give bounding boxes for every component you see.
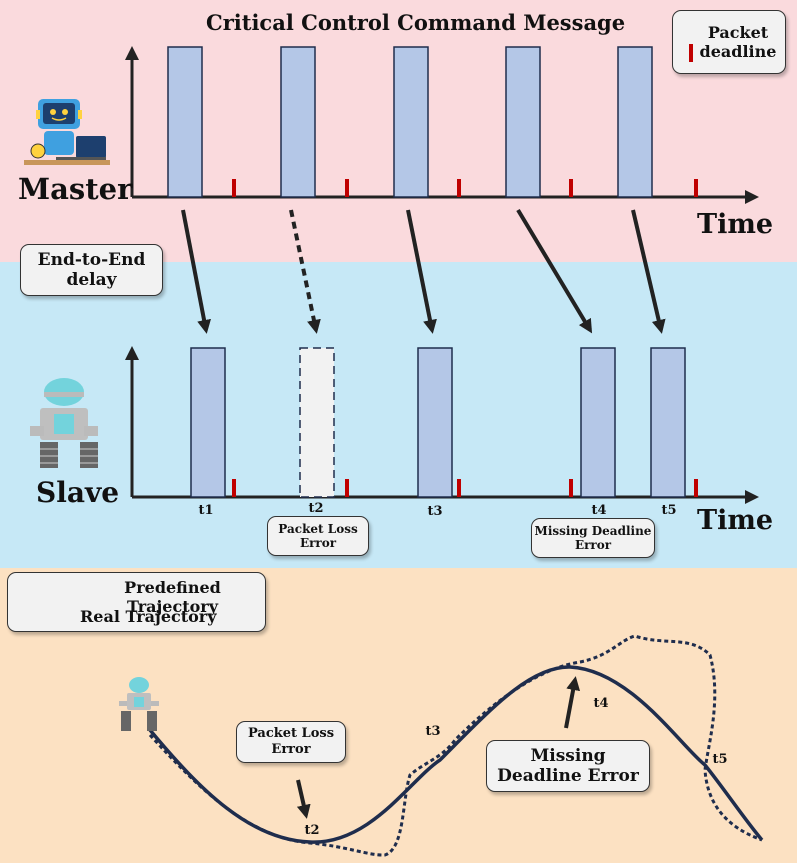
slave-deadline-callout: Missing Deadline Error [531, 518, 655, 558]
master-packet [505, 46, 541, 198]
diagram-title: Critical Control Command Message [206, 10, 626, 35]
deadline-mark-icon [689, 44, 693, 62]
real-trajectory [148, 634, 763, 857]
slave-packet [580, 347, 616, 498]
slave-time-label: Time [697, 505, 774, 536]
master-timeline [125, 46, 759, 204]
delay-arrow-late [631, 209, 666, 334]
deadline-mark [345, 479, 349, 497]
time-mark-t5: t5 [661, 503, 676, 518]
slave-packet [417, 347, 453, 498]
trajectory-packet-loss-callout: Packet Loss Error [236, 721, 346, 763]
delay-arrow-lost [289, 209, 321, 334]
deadline-mark [694, 179, 698, 197]
delay-arrows [181, 208, 666, 334]
time-mark-t4: t4 [591, 503, 606, 518]
deadline-legend: Packet deadline [672, 10, 786, 74]
deadline-mark [232, 479, 236, 497]
slave-packet-lost [299, 347, 335, 498]
trajectory-robot-icon [119, 677, 159, 731]
master-packet [167, 46, 203, 198]
legend-real-label: Real Trajectory [80, 607, 217, 626]
master-packet [617, 46, 653, 198]
legend-predefined-label: Predefined Trajectory [124, 578, 221, 617]
master-label: Master [18, 172, 133, 206]
deadline-legend-label: Packet deadline [699, 22, 777, 61]
mobile-robot-icon [30, 378, 98, 468]
deadline-mark [232, 179, 236, 197]
trajectory-mark-t5: t5 [712, 752, 727, 767]
delay-arrow [181, 209, 211, 334]
packet-loss-pointer-arrow [296, 779, 311, 819]
predefined-trajectory [148, 665, 764, 844]
slave-packet [190, 347, 226, 498]
robot-at-laptop-icon [24, 99, 110, 165]
trajectory-mark-t4: t4 [593, 696, 608, 711]
slave-label: Slave [36, 476, 120, 509]
deadline-pointer-arrow [564, 676, 581, 729]
trajectory-mark-t3: t3 [425, 724, 440, 739]
delay-callout: End-to-End delay [20, 244, 163, 296]
time-mark-t3: t3 [427, 504, 442, 519]
delay-arrow [406, 209, 437, 334]
deadline-mark [345, 179, 349, 197]
deadline-mark [569, 179, 573, 197]
delay-arrow-late [516, 208, 593, 334]
slave-packet-loss-callout: Packet Loss Error [267, 516, 369, 556]
deadline-mark [457, 479, 461, 497]
trajectory-mark-t2: t2 [304, 823, 319, 838]
slave-timeline [125, 346, 759, 504]
master-time-label: Time [697, 209, 774, 240]
trajectory-deadline-callout: Missing Deadline Error [486, 740, 650, 792]
time-mark-t2: t2 [308, 501, 323, 516]
master-packet [393, 46, 429, 198]
trajectory-legend: Predefined Trajectory Real Trajectory [7, 572, 266, 632]
time-mark-t1: t1 [198, 503, 213, 518]
deadline-mark [694, 479, 698, 497]
deadline-mark [569, 479, 573, 497]
slave-packet [650, 347, 686, 498]
deadline-mark [457, 179, 461, 197]
master-packet [280, 46, 316, 198]
